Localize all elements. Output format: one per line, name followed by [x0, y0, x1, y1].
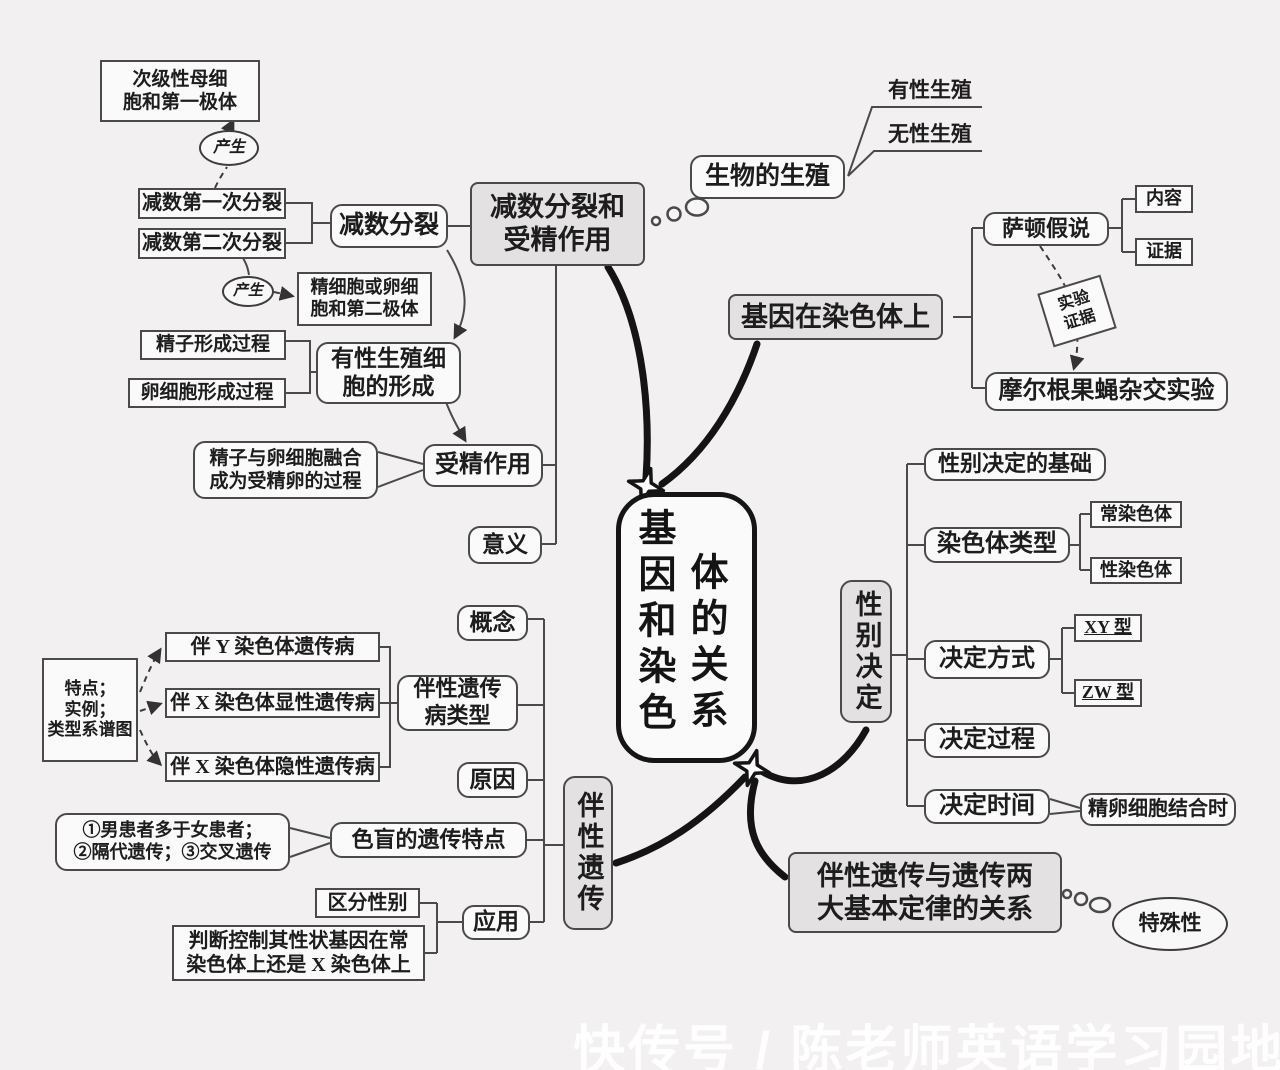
central-topic-text-col2: 体的关系 [684, 552, 726, 736]
node-determination-method: 决定方式 [924, 640, 1050, 679]
node-x-recessive-disease: 伴 X 染色体隐性遗传病 [165, 752, 380, 782]
thick-branches [604, 263, 870, 881]
node-distinguish-sex: 区分性别 [315, 888, 420, 918]
thought-dots-icon [650, 197, 1112, 914]
watermark-text: 快传号 / 陈老师英语学习园地 [573, 1022, 1280, 1070]
node-x-dominant-disease: 伴 X 染色体显性遗传病 [165, 688, 380, 718]
node-meiosis-second: 减数第二次分裂 [138, 228, 286, 259]
node-colorblind-detail: ①男患者多于女患者； ②隔代遗传；③交叉遗传 [55, 813, 290, 871]
node-sex-determination: 性别决定 [840, 580, 892, 723]
node-y-linked-disease: 伴 Y 染色体遗传病 [165, 632, 380, 662]
node-particularity: 特殊性 [1112, 897, 1228, 951]
node-judge-gene-location: 判断控制其性状基因在常 染色体上还是 X 染色体上 [172, 925, 425, 981]
node-secondary-cell: 次级性母细 胞和第一极体 [100, 60, 260, 122]
node-linked-disease-types: 伴性遗传 病类型 [397, 675, 518, 731]
node-meiosis-first: 减数第一次分裂 [138, 188, 286, 219]
node-xy-type: XY 型 [1074, 614, 1142, 642]
node-produce-1: 产生 [199, 130, 259, 166]
node-sexual-reproduction: 有性生殖 [888, 78, 972, 103]
node-zw-type: ZW 型 [1074, 679, 1142, 707]
node-chromosome-type: 染色体类型 [924, 527, 1070, 563]
node-content: 内容 [1135, 185, 1193, 213]
node-asexual-reproduction: 无性生殖 [888, 122, 972, 147]
node-colorblind-traits: 色盲的遗传特点 [330, 822, 527, 858]
node-bio-reproduction: 生物的生殖 [690, 155, 845, 199]
node-fertilization-definition: 精子与卵细胞融合 成为受精卵的过程 [193, 441, 378, 499]
node-sex-determination-basis: 性别决定的基础 [924, 448, 1106, 481]
node-produce-2: 产生 [222, 276, 274, 307]
node-concept: 概念 [457, 605, 528, 641]
node-autosome: 常染色体 [1090, 501, 1182, 528]
node-meiosis: 减数分裂 [330, 204, 448, 248]
node-fertilization: 受精作用 [423, 444, 543, 487]
node-gene-on-chromosome: 基因在染色体上 [728, 294, 943, 340]
node-sex-linked-inheritance: 伴性遗传 [563, 776, 613, 930]
node-reason: 原因 [457, 762, 528, 798]
node-relation-basic-laws: 伴性遗传与遗传两 大基本定律的关系 [788, 852, 1062, 933]
node-fertilization-time: 精卵细胞结合时 [1080, 793, 1236, 826]
node-application: 应用 [462, 905, 530, 940]
thin-connectors [242, 106, 1135, 954]
node-sutton-hypothesis: 萨顿假说 [983, 212, 1109, 246]
node-sperm-process: 精子形成过程 [140, 330, 286, 360]
node-spermatid-cell: 精细胞或卵细 胞和第二极体 [297, 272, 432, 326]
node-sex-chromosome: 性染色体 [1090, 557, 1182, 584]
central-topic [616, 492, 757, 763]
node-traits-examples-pedigree: 特点； 实例； 类型系谱图 [42, 658, 138, 762]
node-morgan-experiment: 摩尔根果蝇杂交实验 [985, 372, 1228, 411]
node-determination-process: 决定过程 [924, 723, 1050, 758]
node-egg-process: 卵细胞形成过程 [128, 378, 286, 408]
node-gamete-formation: 有性生殖细 胞的形成 [316, 342, 461, 404]
node-determination-time: 决定时间 [924, 789, 1050, 824]
central-topic-text-col1: 基因和染色 [632, 508, 674, 738]
node-meiosis-and-fertilization: 减数分裂和 受精作用 [470, 182, 645, 266]
node-evidence: 证据 [1135, 238, 1193, 266]
node-meaning: 意义 [468, 526, 542, 564]
